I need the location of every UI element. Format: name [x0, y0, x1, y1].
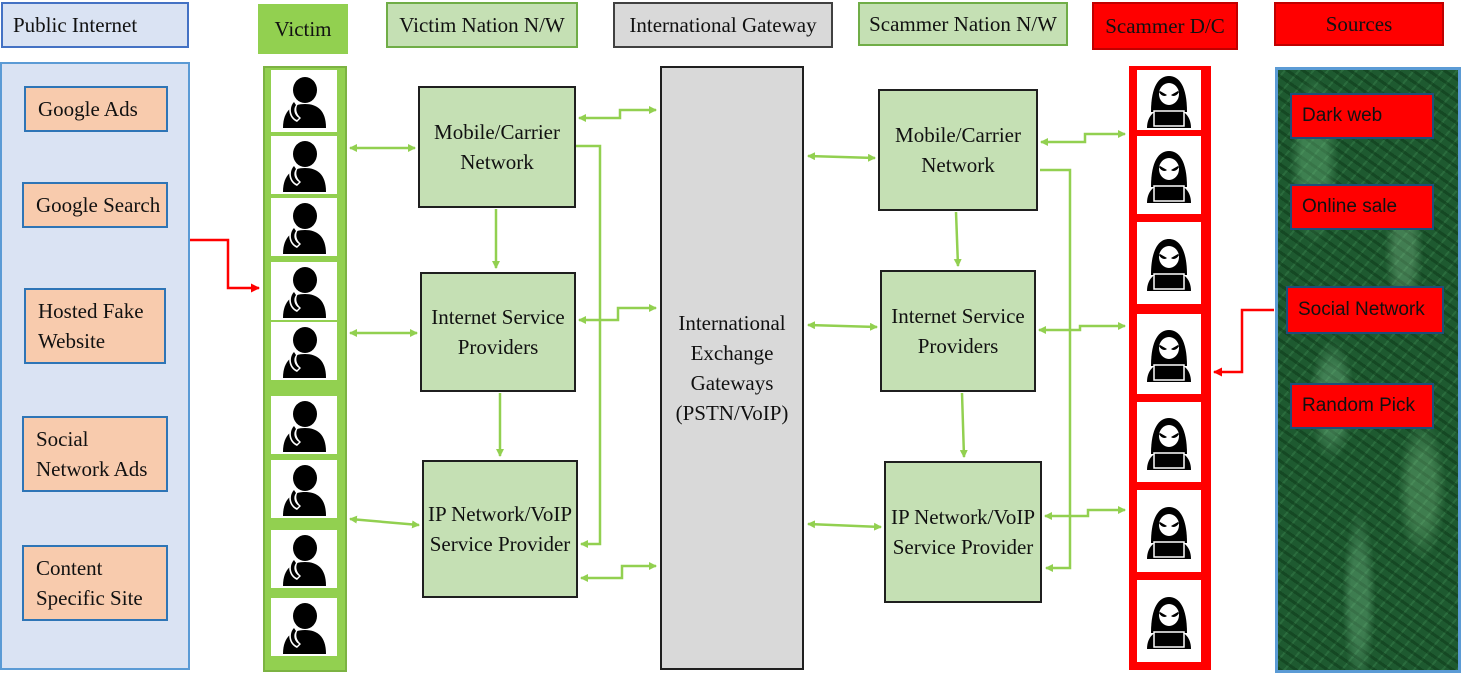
arrow-visp-gateway: [578, 304, 657, 324]
scammer-hacker-tile: [1137, 70, 1201, 130]
scammer-hacker-tile: [1137, 402, 1201, 482]
victim-mobile-carrier-network: Mobile/Carrier Network: [418, 86, 576, 208]
person-on-phone-icon: [283, 141, 326, 192]
arrow-gateway-smobile: [807, 152, 876, 162]
arrow-smobile-to-sip: [1040, 168, 1072, 572]
scammer-internet-service-providers: Internet Service Providers: [880, 270, 1036, 392]
victim-phone-tile: [271, 530, 337, 588]
source-item-random-pick: Random Pick: [1290, 383, 1434, 429]
person-on-phone-icon: [283, 535, 326, 586]
public-internet-item: Content Specific Site: [22, 545, 168, 621]
header-scammer-nation: Scammer Nation N/W: [858, 2, 1068, 46]
victim-phone-tile: [271, 70, 337, 132]
scammer-hacker-tile: [1137, 136, 1201, 214]
international-exchange-gateways: International Exchange Gateways (PSTN/Vo…: [660, 66, 804, 670]
arrow-sisp-sip: [959, 392, 968, 458]
arrow-vmobile-gateway: [578, 106, 657, 122]
sources-panel: [1275, 67, 1461, 673]
public-internet-item: Google Search: [22, 182, 168, 228]
scammer-hacker-tile: [1137, 314, 1201, 394]
victim-internet-service-providers: Internet Service Providers: [420, 272, 576, 392]
public-internet-item: Google Ads: [24, 86, 168, 132]
scammer-hacker-tile: [1137, 490, 1201, 572]
source-item-social-network: Social Network: [1286, 286, 1444, 334]
arrow-gateway-sip: [807, 520, 882, 531]
public-internet-item: Social Network Ads: [22, 416, 168, 492]
public-internet-item: Hosted Fake Website: [24, 288, 166, 364]
header-victim-nation: Victim Nation N/W: [386, 2, 578, 48]
scammer-ip-voip-service-provider: IP Network/VoIP Service Provider: [884, 461, 1042, 603]
hooded-hacker-laptop-icon: [1147, 76, 1191, 128]
source-item-dark-web: Dark web: [1290, 93, 1434, 139]
arrow-sources-to-scammer: [1213, 308, 1274, 377]
hooded-hacker-laptop-icon: [1147, 597, 1191, 649]
arrow-public-internet-to-victim: [190, 238, 260, 293]
scammer-hacker-tile: [1137, 580, 1201, 662]
hooded-hacker-laptop-icon: [1147, 507, 1191, 559]
hooded-hacker-laptop-icon: [1147, 239, 1191, 291]
hooded-hacker-laptop-icon: [1147, 330, 1191, 382]
person-on-phone-icon: [283, 267, 326, 318]
header-sources: Sources: [1274, 2, 1444, 46]
header-victim: Victim: [258, 4, 348, 54]
person-on-phone-icon: [283, 327, 326, 378]
scammer-hacker-tile: [1137, 222, 1201, 304]
header-international-gateway: International Gateway: [613, 2, 833, 48]
hooded-hacker-laptop-icon: [1147, 151, 1191, 203]
victim-phone-tile: [271, 322, 337, 380]
person-on-phone-icon: [283, 603, 326, 654]
arrow-vip-gateway: [580, 562, 657, 582]
person-on-phone-icon: [283, 465, 326, 516]
victim-phone-tile: [271, 598, 337, 656]
arrow-smobile-dc: [1040, 130, 1126, 146]
arrow-sisp-dc: [1038, 322, 1126, 334]
header-scammer-dc: Scammer D/C: [1092, 2, 1238, 50]
scammer-mobile-carrier-network: Mobile/Carrier Network: [878, 89, 1038, 211]
person-on-phone-icon: [283, 401, 326, 452]
victim-phone-tile: [271, 198, 337, 256]
arrow-mobile-to-ip: [576, 144, 602, 548]
hooded-hacker-laptop-icon: [1147, 418, 1191, 470]
victim-phone-tile: [271, 136, 337, 194]
person-on-phone-icon: [283, 203, 326, 254]
arrow-sip-dc: [1044, 506, 1126, 520]
arrow-gateway-sisp: [807, 321, 878, 331]
victim-phone-tile: [271, 262, 337, 320]
victim-ip-voip-service-provider: IP Network/VoIP Service Provider: [422, 460, 578, 598]
arrow-smobile-sisp: [953, 211, 962, 267]
source-item-online-sale: Online sale: [1290, 184, 1434, 230]
person-on-phone-icon: [283, 77, 326, 128]
header-public-internet: Public Internet: [1, 2, 189, 48]
victim-phone-tile: [271, 460, 337, 518]
victim-phone-tile: [271, 396, 337, 454]
arrow-victim-ip: [349, 515, 420, 529]
